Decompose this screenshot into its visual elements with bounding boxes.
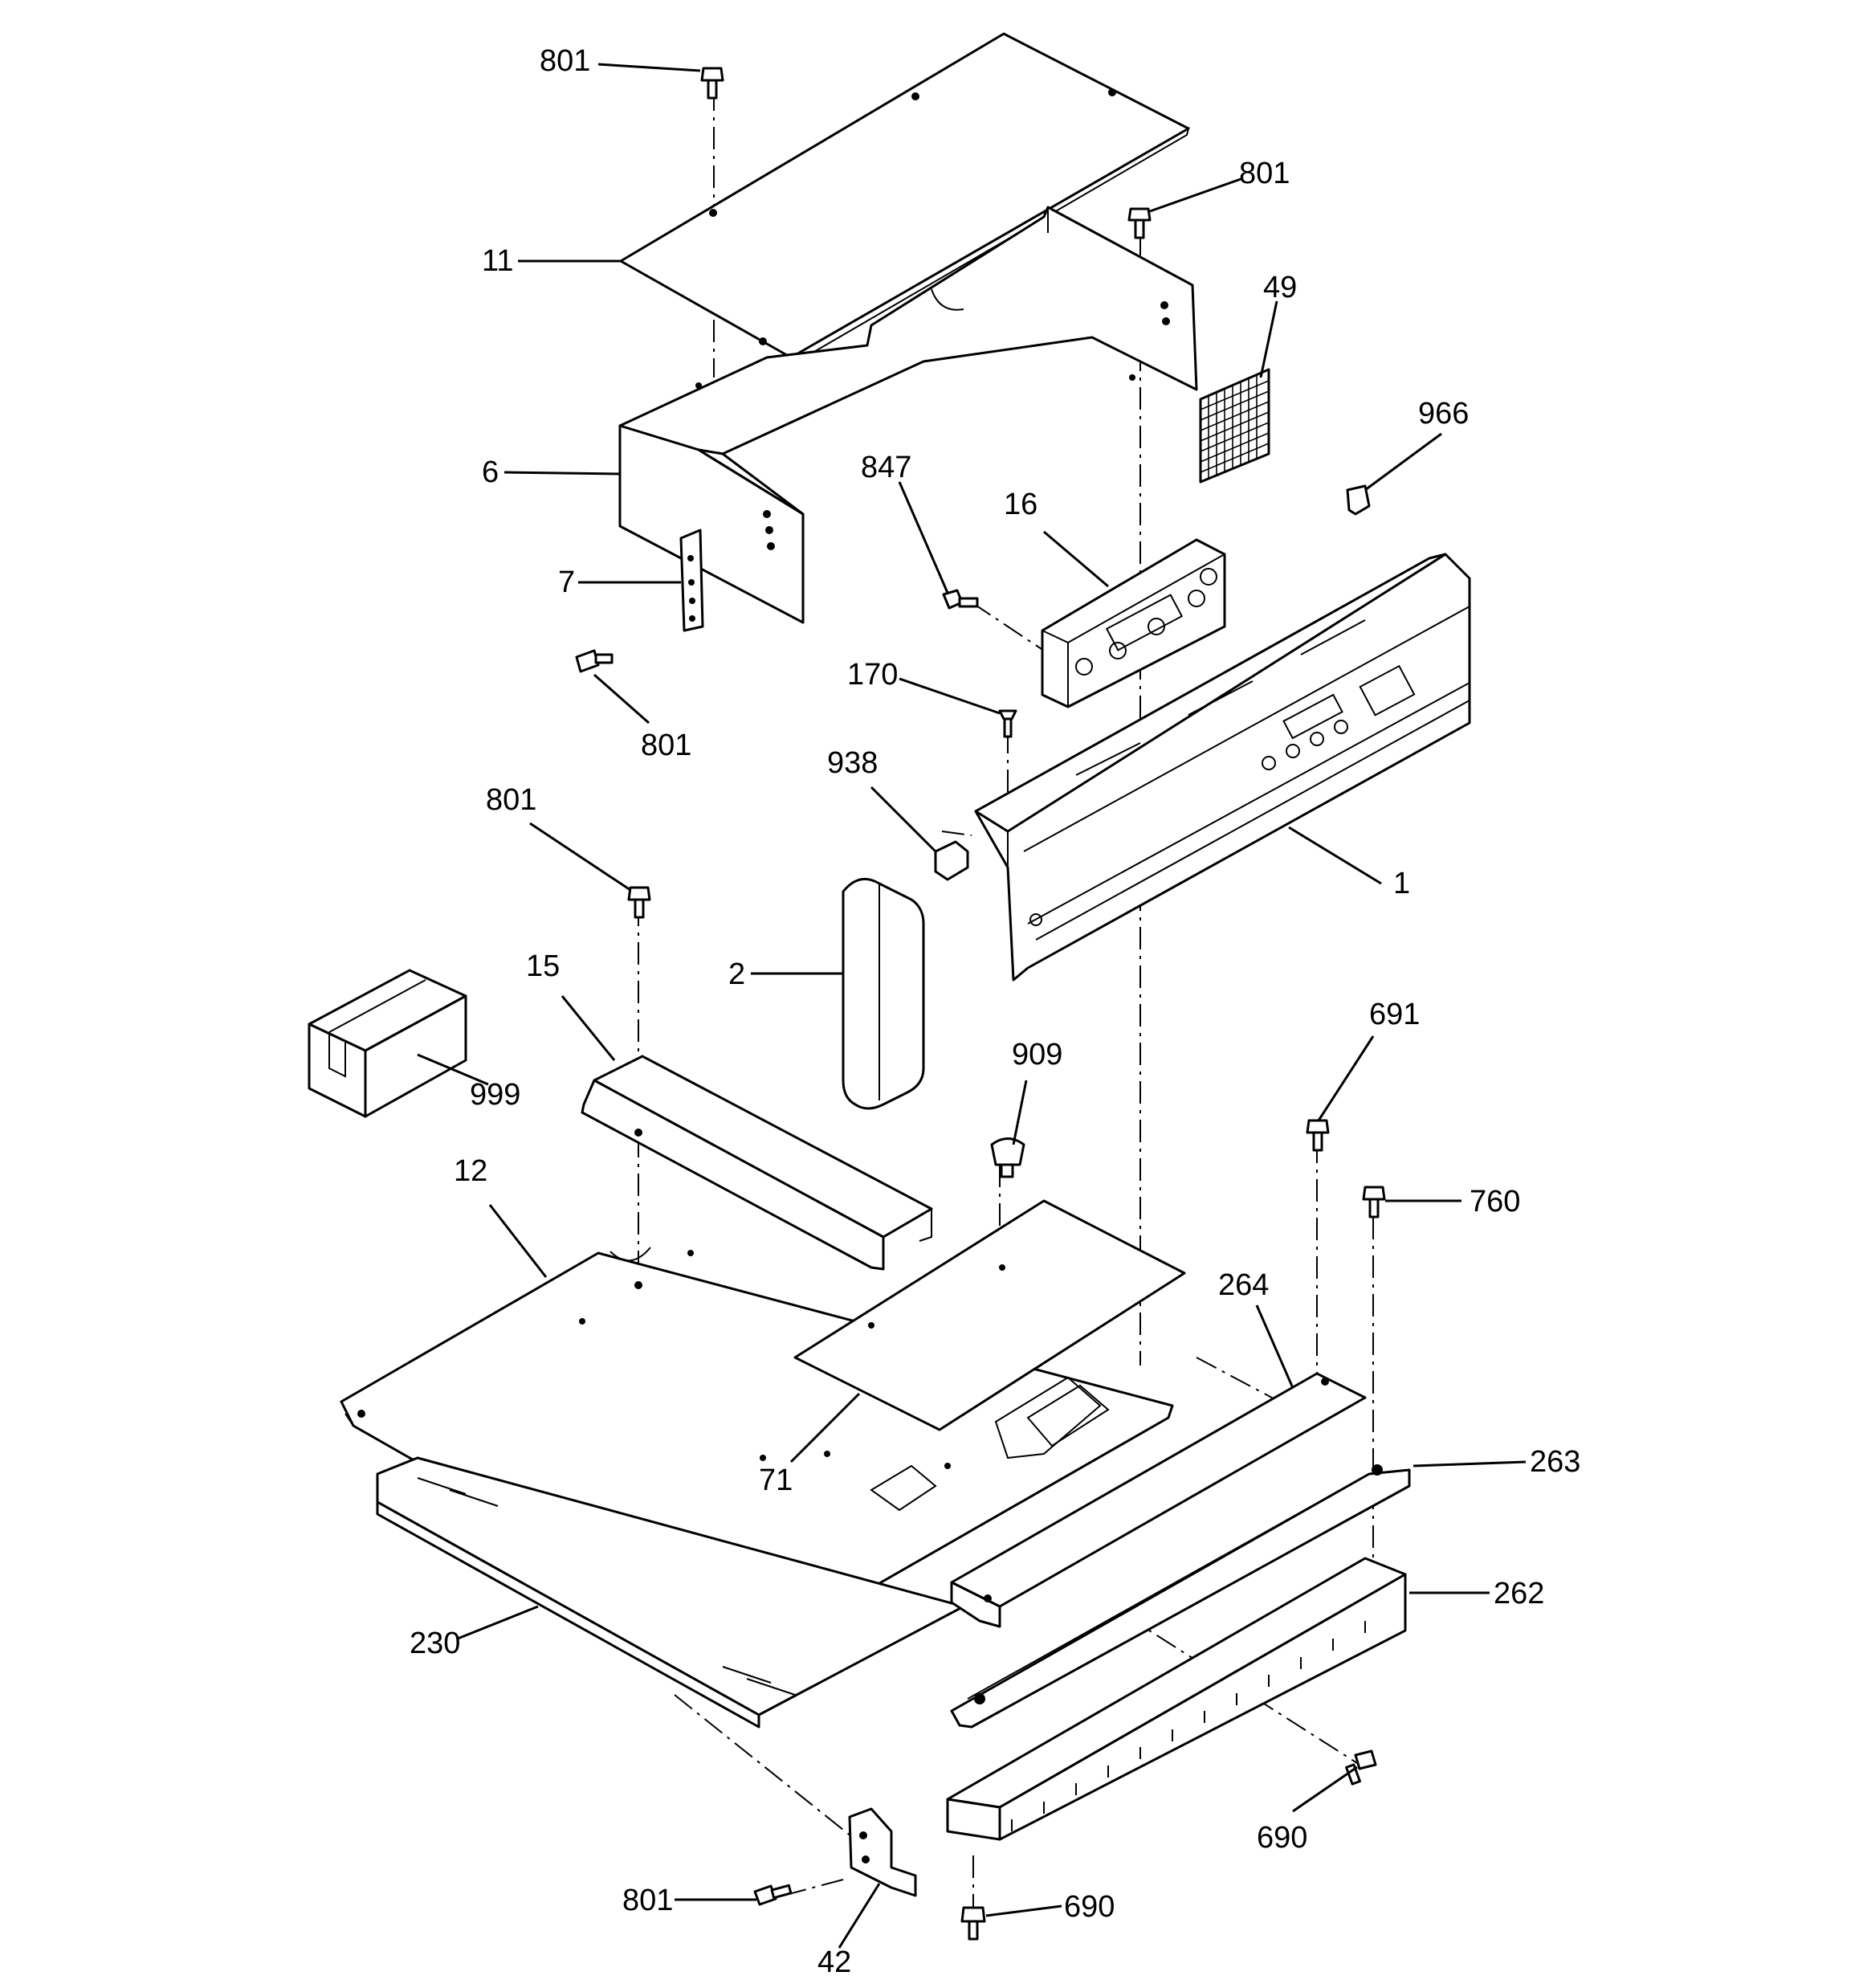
part-control-panel: [974, 553, 1471, 982]
callout-263: 263: [1530, 1445, 1580, 1479]
fasteners: [575, 67, 1386, 1941]
callout-999: 999: [470, 1078, 520, 1112]
callout-801-top: 801: [540, 44, 590, 78]
leader-lines: [417, 63, 1527, 1949]
plug-909: [990, 1137, 1025, 1178]
callout-801-mid: 801: [641, 729, 691, 762]
part-box-999: [308, 969, 467, 1118]
part-end-cap: [842, 877, 925, 1110]
callout-262: 262: [1494, 1577, 1544, 1610]
screw-801-bottom: [753, 1884, 793, 1906]
screw-760: [1362, 1186, 1386, 1219]
callout-6: 6: [482, 455, 499, 489]
assembly-axes: [638, 88, 1374, 1908]
callout-12: 12: [454, 1154, 487, 1188]
callout-691: 691: [1369, 998, 1420, 1031]
callout-847: 847: [861, 451, 911, 484]
callout-966: 966: [1418, 397, 1469, 431]
part-back-channel: [618, 206, 1198, 624]
callout-11: 11: [482, 244, 513, 278]
callout-690-right: 690: [1257, 1821, 1307, 1855]
part-bracket-7: [679, 529, 704, 632]
screw-801-top: [700, 67, 724, 100]
callout-16: 16: [1004, 488, 1037, 521]
screw-847: [942, 589, 979, 610]
part-trim-263: [950, 1464, 1411, 1729]
callout-170: 170: [847, 658, 898, 692]
callout-909: 909: [1012, 1038, 1062, 1072]
part-clip-966: [1346, 484, 1371, 516]
callout-15: 15: [526, 949, 560, 983]
part-control-board: [1041, 538, 1226, 708]
callout-49: 49: [1263, 271, 1297, 304]
callout-42: 42: [817, 1945, 851, 1979]
part-bracket-42: [848, 1807, 917, 1897]
callout-801-left: 801: [486, 783, 536, 817]
callout-2: 2: [728, 957, 745, 991]
callout-801-bottom: 801: [622, 1884, 673, 1917]
callout-7: 7: [558, 565, 575, 599]
part-mesh-screen: [1199, 368, 1270, 484]
screw-691: [1306, 1119, 1330, 1152]
screw-801-mid: [575, 649, 614, 673]
callout-801-right: 801: [1239, 157, 1290, 190]
callout-230: 230: [410, 1627, 460, 1660]
part-vent-grille: [946, 1557, 1407, 1841]
callout-760: 760: [1470, 1185, 1520, 1219]
part-lower-pan: [376, 1456, 965, 1729]
screw-170: [998, 709, 1017, 738]
callout-71: 71: [759, 1463, 793, 1497]
part-spacer-938: [934, 840, 969, 881]
screw-690-right: [1345, 1749, 1377, 1786]
part-shield-plate: [793, 1199, 1186, 1431]
screw-801-right: [1127, 207, 1152, 239]
callout-labels: 801 801 11 49 966 6 847 16 7 801 170 938…: [410, 44, 1580, 1979]
callout-264: 264: [1218, 1268, 1269, 1302]
screw-801-left: [627, 886, 651, 919]
screw-690-bottom: [960, 1906, 986, 1941]
callout-690-bottom: 690: [1064, 1890, 1115, 1924]
callout-938: 938: [827, 746, 878, 780]
part-front-channel: [581, 1055, 933, 1271]
part-rail-264: [950, 1372, 1367, 1628]
callout-1: 1: [1393, 867, 1410, 900]
